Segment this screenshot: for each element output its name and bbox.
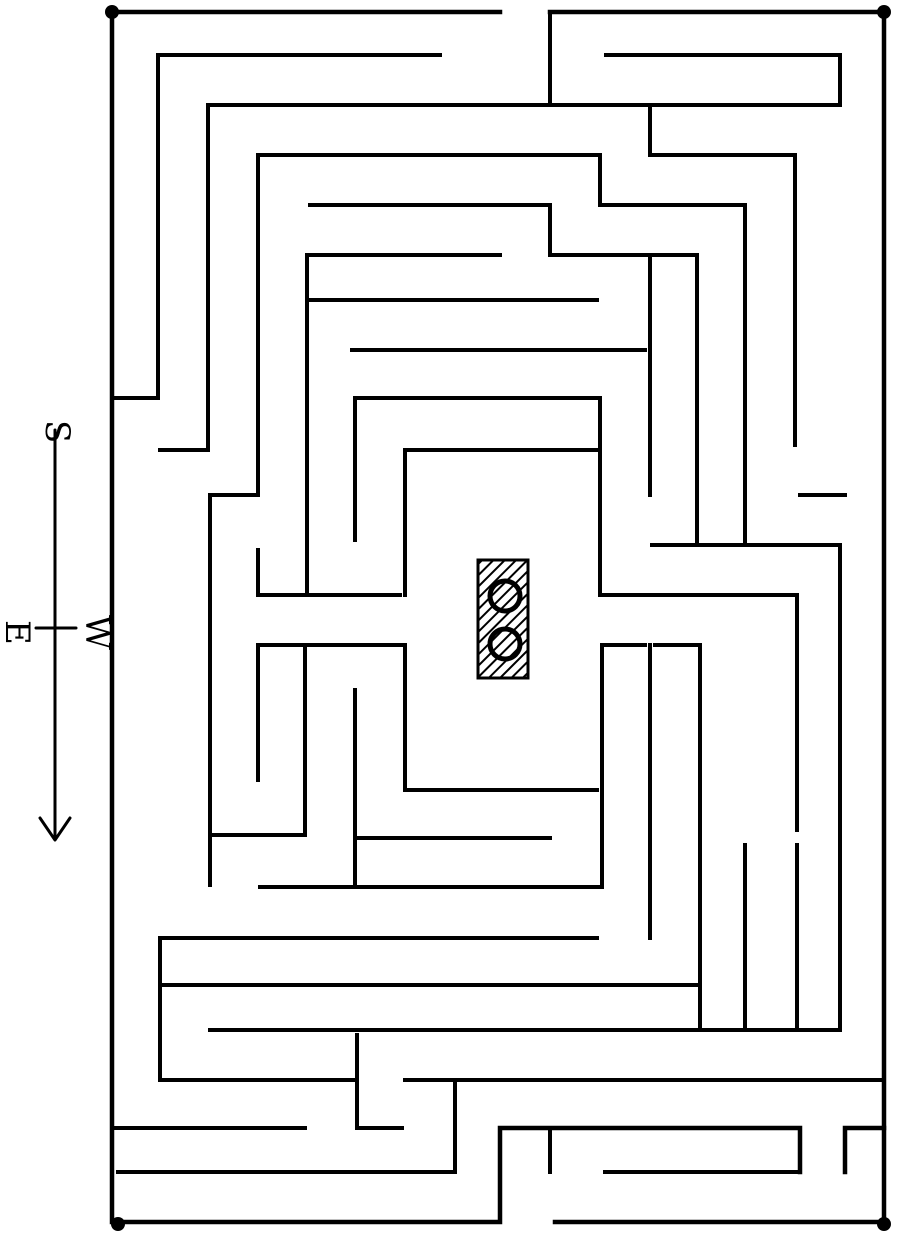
wall-segment xyxy=(210,835,258,885)
hatched-circle-icon xyxy=(490,629,520,659)
compass: S E W xyxy=(0,420,117,840)
hatched-circle-icon xyxy=(490,581,520,611)
wall-segment xyxy=(258,645,597,790)
wall-segment xyxy=(650,105,795,445)
wall-segment xyxy=(655,645,840,1030)
compass-label-e: E xyxy=(0,620,37,645)
wall-segment xyxy=(355,398,797,830)
wall-segment xyxy=(258,550,400,595)
wall-segment xyxy=(160,1080,402,1128)
compass-label-s: S xyxy=(37,420,77,443)
wall-segment xyxy=(606,55,840,105)
corner-dot-bottom-left xyxy=(111,1217,125,1231)
corner-dot-top-left xyxy=(105,5,119,19)
corner-dot-top-right xyxy=(877,5,891,19)
center-goal xyxy=(478,560,528,678)
compass-label-w: W xyxy=(77,615,117,650)
corner-dot-bottom-right xyxy=(877,1217,891,1231)
wall-segment xyxy=(160,938,597,1080)
wall-segment xyxy=(260,645,645,887)
